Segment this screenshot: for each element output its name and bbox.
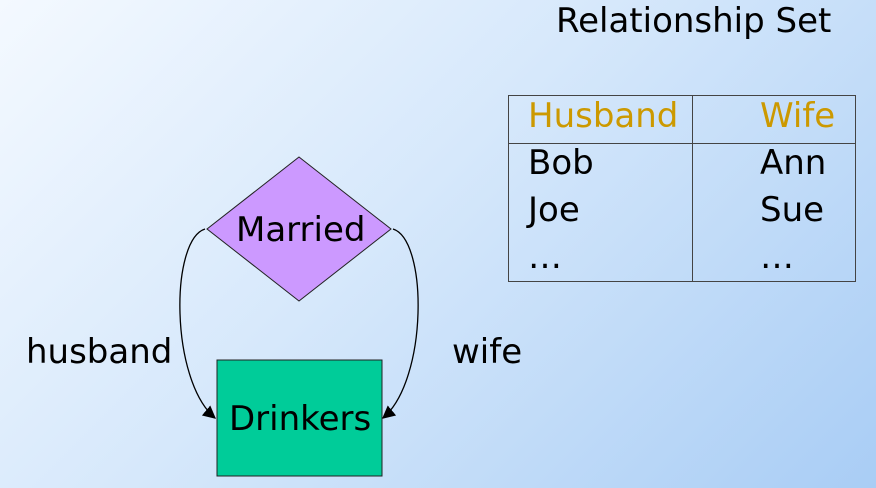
table-cell: … bbox=[528, 237, 562, 277]
wife-edge bbox=[382, 228, 419, 419]
role-husband: husband bbox=[26, 332, 173, 372]
married-diamond bbox=[206, 156, 392, 302]
table-cell: Bob bbox=[528, 143, 594, 183]
header-wife: Wife bbox=[760, 96, 836, 136]
slide-title: Relationship Set bbox=[556, 1, 832, 41]
drinkers-rect bbox=[216, 359, 383, 477]
husband-edge bbox=[179, 228, 216, 419]
table-cell: … bbox=[760, 237, 794, 277]
entity-label: Drinkers bbox=[229, 399, 372, 439]
header-husband: Husband bbox=[528, 96, 679, 136]
table-cell: Joe bbox=[528, 190, 580, 230]
table-cell: Ann bbox=[760, 143, 827, 183]
relationship-table: Husband Wife Bob Ann Joe Sue … … bbox=[508, 95, 856, 282]
relationship-label: Married bbox=[236, 210, 366, 250]
role-wife: wife bbox=[452, 332, 523, 372]
table-cell: Sue bbox=[760, 190, 825, 230]
